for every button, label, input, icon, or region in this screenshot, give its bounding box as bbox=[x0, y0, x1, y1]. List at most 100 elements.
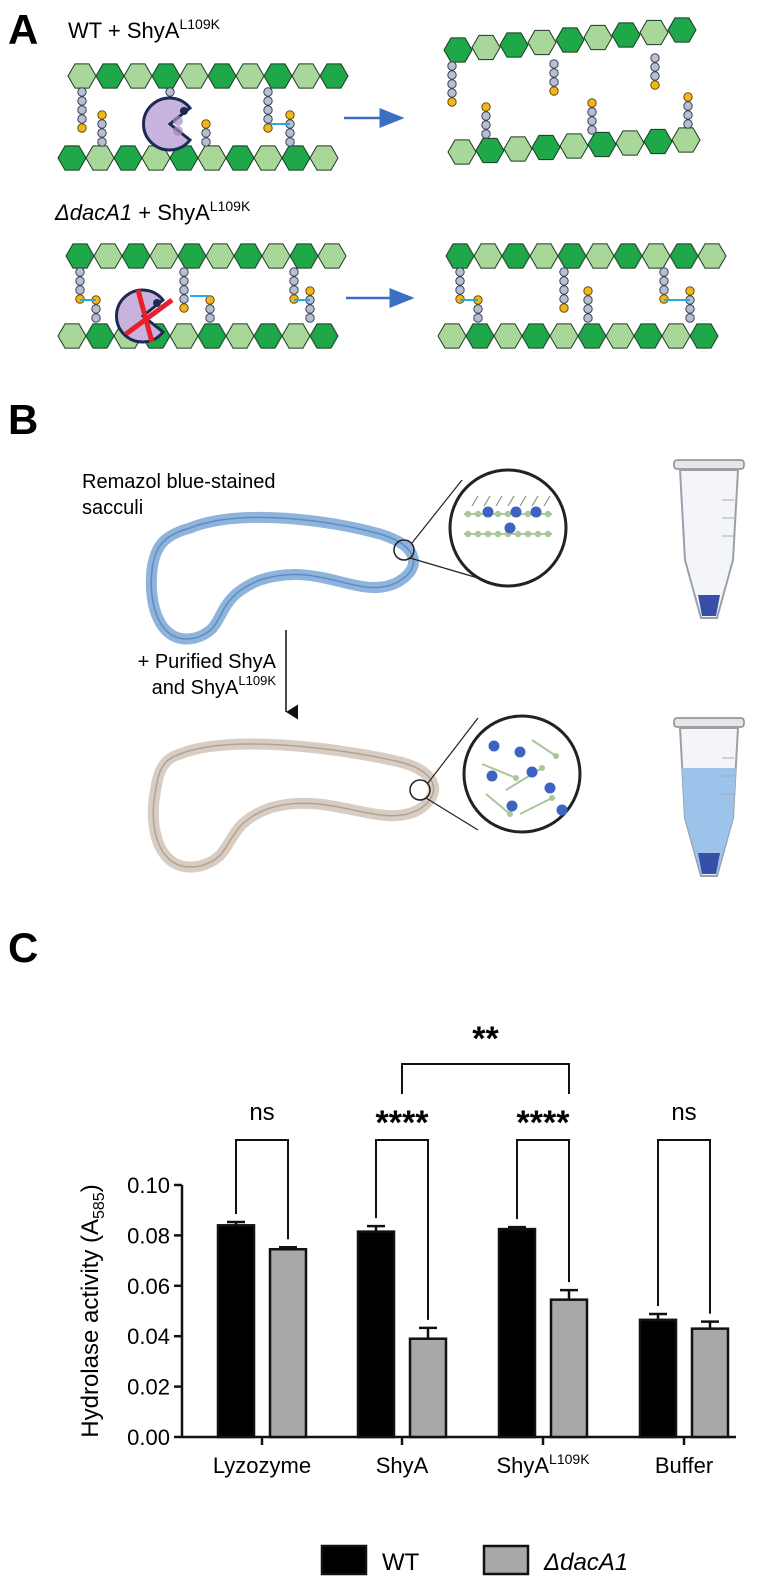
treatment-label-line2-main: and ShyA bbox=[152, 677, 239, 699]
peptide-residue bbox=[587, 125, 597, 135]
peptide-residue bbox=[285, 128, 295, 138]
bar bbox=[268, 1248, 308, 1439]
glycan-sugar bbox=[577, 323, 607, 349]
glycan-sugar bbox=[437, 323, 467, 349]
peptide-residue bbox=[179, 294, 189, 304]
peptide-residue bbox=[263, 114, 273, 124]
peptide-residue bbox=[650, 62, 660, 72]
bar bbox=[408, 1337, 448, 1439]
treatment-label-line1: + Purified ShyA bbox=[138, 651, 277, 673]
glycan-sugar bbox=[169, 323, 199, 349]
dye-dot bbox=[556, 804, 568, 816]
x-tick-label: Lyzozyme bbox=[213, 1453, 311, 1478]
row2-sup: L109K bbox=[210, 198, 251, 214]
glycan-sugar bbox=[499, 32, 529, 58]
glycan-sugar bbox=[95, 63, 125, 89]
glycan-sugar bbox=[309, 145, 339, 171]
glycan-sugar bbox=[611, 22, 641, 48]
peptide-residue bbox=[659, 276, 669, 286]
glycan-sugar bbox=[559, 133, 589, 159]
glycan-sugar bbox=[197, 323, 227, 349]
glycan-sugar bbox=[555, 27, 585, 53]
legend-swatch bbox=[320, 1544, 368, 1576]
peptide-residue bbox=[75, 276, 85, 286]
peptide-residue bbox=[205, 304, 215, 314]
peptide-residue bbox=[683, 101, 693, 111]
peptide-residue bbox=[587, 107, 597, 117]
dye-dot bbox=[544, 782, 556, 794]
peptide-residue bbox=[77, 114, 87, 124]
glycan-sugar bbox=[149, 243, 179, 269]
peptide-residue bbox=[77, 96, 87, 106]
bar bbox=[497, 1227, 537, 1439]
glycan-sugar bbox=[661, 323, 691, 349]
dap-residue bbox=[587, 98, 597, 108]
dap-residue bbox=[201, 119, 211, 129]
mesh-fragment bbox=[485, 793, 511, 815]
dye-dot bbox=[482, 506, 494, 518]
mesh-fragment bbox=[519, 797, 553, 815]
significance-bracket bbox=[375, 1139, 429, 1320]
peptide-residue bbox=[683, 119, 693, 129]
peptide-residue bbox=[559, 294, 569, 304]
glycan-sugar bbox=[123, 63, 153, 89]
x-tick-label-sup: L109K bbox=[549, 1451, 590, 1467]
peptide-residue bbox=[77, 87, 87, 97]
significance-label: ns bbox=[249, 1099, 274, 1126]
legend-label: ΔdacA1 bbox=[543, 1549, 628, 1576]
panel-c-letter: C bbox=[8, 924, 38, 971]
glycan-sugar bbox=[261, 243, 291, 269]
glycan-sugar bbox=[583, 24, 613, 51]
bar bbox=[356, 1230, 396, 1439]
glycan-sugar bbox=[85, 145, 115, 171]
peptide-residue bbox=[97, 119, 107, 129]
x-tick-label: ShyAL109K bbox=[496, 1451, 590, 1478]
zoom-spot-2 bbox=[409, 779, 431, 801]
peptide-residue bbox=[473, 304, 483, 314]
peptide-residue bbox=[685, 313, 695, 323]
dye-dot bbox=[504, 522, 516, 534]
peptide-residue bbox=[179, 276, 189, 286]
y-axis-label-close: ) bbox=[77, 1184, 104, 1192]
glycan-sugar bbox=[93, 243, 123, 269]
glycan-sugar bbox=[317, 243, 347, 269]
glycan-sugar bbox=[113, 145, 143, 171]
glycan-sugar bbox=[447, 139, 477, 165]
dye-dot bbox=[526, 766, 538, 778]
mesh-stem bbox=[507, 495, 515, 507]
peptide-residue bbox=[455, 285, 465, 295]
dap-residue bbox=[179, 303, 189, 313]
dap-residue bbox=[559, 303, 569, 313]
peptide-residue bbox=[263, 96, 273, 106]
bar bbox=[690, 1327, 730, 1439]
glycan-sugar bbox=[57, 323, 87, 349]
y-tick-label: 0.02 bbox=[127, 1375, 170, 1400]
glycan-sugar bbox=[473, 243, 503, 269]
peptide-residue bbox=[447, 79, 457, 89]
peptide-residue bbox=[549, 68, 559, 78]
panel-b-letter: B bbox=[8, 396, 38, 443]
glycan-sugar bbox=[633, 323, 663, 349]
peptide-residue bbox=[650, 53, 660, 63]
dye-dot bbox=[514, 746, 526, 758]
peptide-residue bbox=[583, 295, 593, 305]
dap-residue bbox=[285, 110, 295, 120]
peptide-residue bbox=[447, 88, 457, 98]
glycan-sugar bbox=[639, 19, 669, 46]
glycan-sugar bbox=[263, 63, 293, 89]
glycan-sugar bbox=[557, 243, 587, 269]
bar bbox=[638, 1318, 678, 1439]
dap-residue bbox=[77, 123, 87, 133]
row1-sup: L109K bbox=[179, 16, 220, 32]
glycan-sugar bbox=[475, 137, 505, 164]
peptidoglycan-wt-before bbox=[57, 63, 349, 171]
peptide-residue bbox=[91, 304, 101, 314]
stained-sacculus bbox=[145, 511, 420, 645]
dap-residue bbox=[263, 123, 273, 133]
legend-label: WT bbox=[382, 1549, 420, 1576]
bar bbox=[549, 1298, 589, 1439]
glycan-sugar bbox=[585, 243, 615, 269]
